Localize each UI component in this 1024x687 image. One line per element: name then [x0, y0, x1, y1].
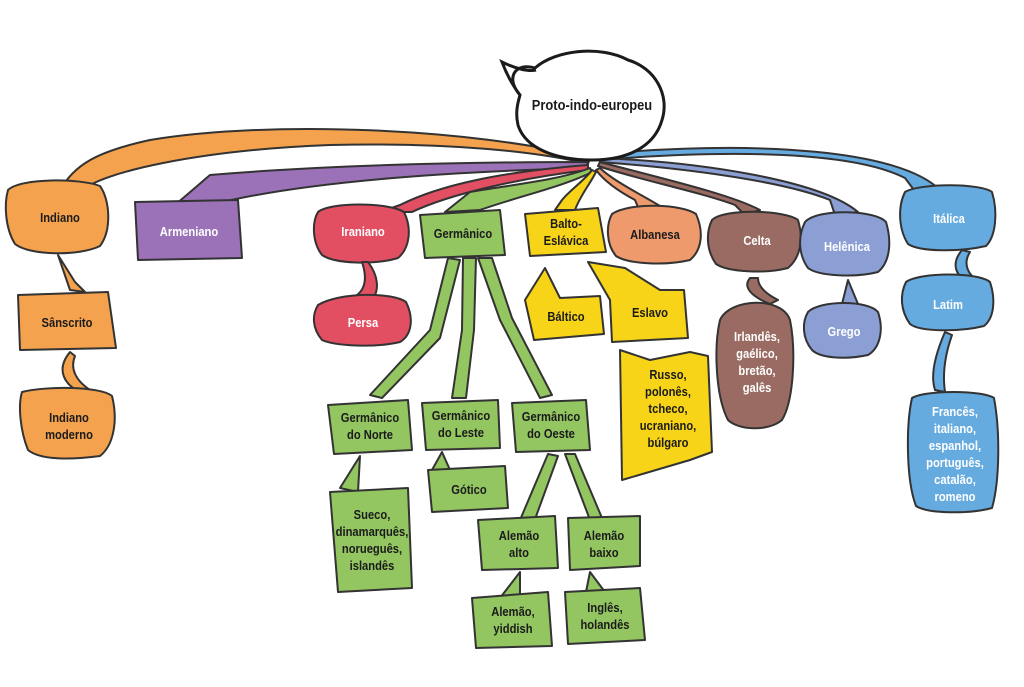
persa-node: [312, 293, 412, 347]
ingles-pointer: [585, 571, 606, 593]
eslavo-node: [587, 261, 689, 343]
germanico-oeste-branch: [477, 257, 553, 399]
sanscrito-node: [17, 291, 117, 351]
indiano-sanscrito-pointer: [57, 254, 86, 293]
italica-languages-pointer: [932, 331, 953, 393]
sanscrito-modern-pointer: [61, 351, 91, 393]
connector-italica: [599, 147, 941, 199]
alemao-baixo-node: [567, 515, 641, 571]
italica-node: [899, 184, 997, 252]
indiano-moderno-node: [19, 386, 116, 460]
connector-celta: [597, 161, 761, 216]
iraniano-node: [312, 203, 410, 264]
celta-languages-node: [715, 301, 795, 430]
root-bubble: [499, 49, 666, 162]
celta-languages-pointer: [746, 277, 779, 305]
germanico-node: [419, 209, 506, 259]
norte-languages-node: [329, 487, 413, 593]
yiddish-node: [471, 591, 553, 649]
germanico-leste-node: [421, 399, 501, 451]
germanico-norte-branch: [369, 257, 461, 399]
connector-germanico: [444, 167, 593, 213]
eslavo-languages-node: [619, 349, 713, 481]
germanico-norte-node: [327, 399, 413, 455]
germanico-leste-branch: [451, 257, 477, 399]
alemao-alto-branch: [519, 453, 559, 523]
alemao-baixo-branch: [564, 453, 603, 521]
armeniano-node: [134, 199, 243, 261]
alemao-alto-node: [477, 515, 559, 571]
grego-pointer: [841, 279, 859, 305]
ingles-holandes-node: [564, 587, 646, 645]
germanico-oeste-node: [511, 399, 591, 453]
helenica-node: [799, 211, 891, 277]
italica-languages-node: [906, 391, 1000, 514]
gotico-node: [427, 465, 509, 513]
latim-node: [900, 273, 995, 332]
grego-node: [802, 302, 882, 359]
baltico-node: [524, 267, 605, 341]
gotico-pointer: [431, 451, 451, 471]
indiano-node: [4, 179, 110, 255]
balto-eslavica-node: [524, 207, 607, 257]
albanesa-node: [606, 204, 702, 265]
norte-languages-pointer: [339, 455, 361, 493]
celta-node: [706, 210, 802, 273]
